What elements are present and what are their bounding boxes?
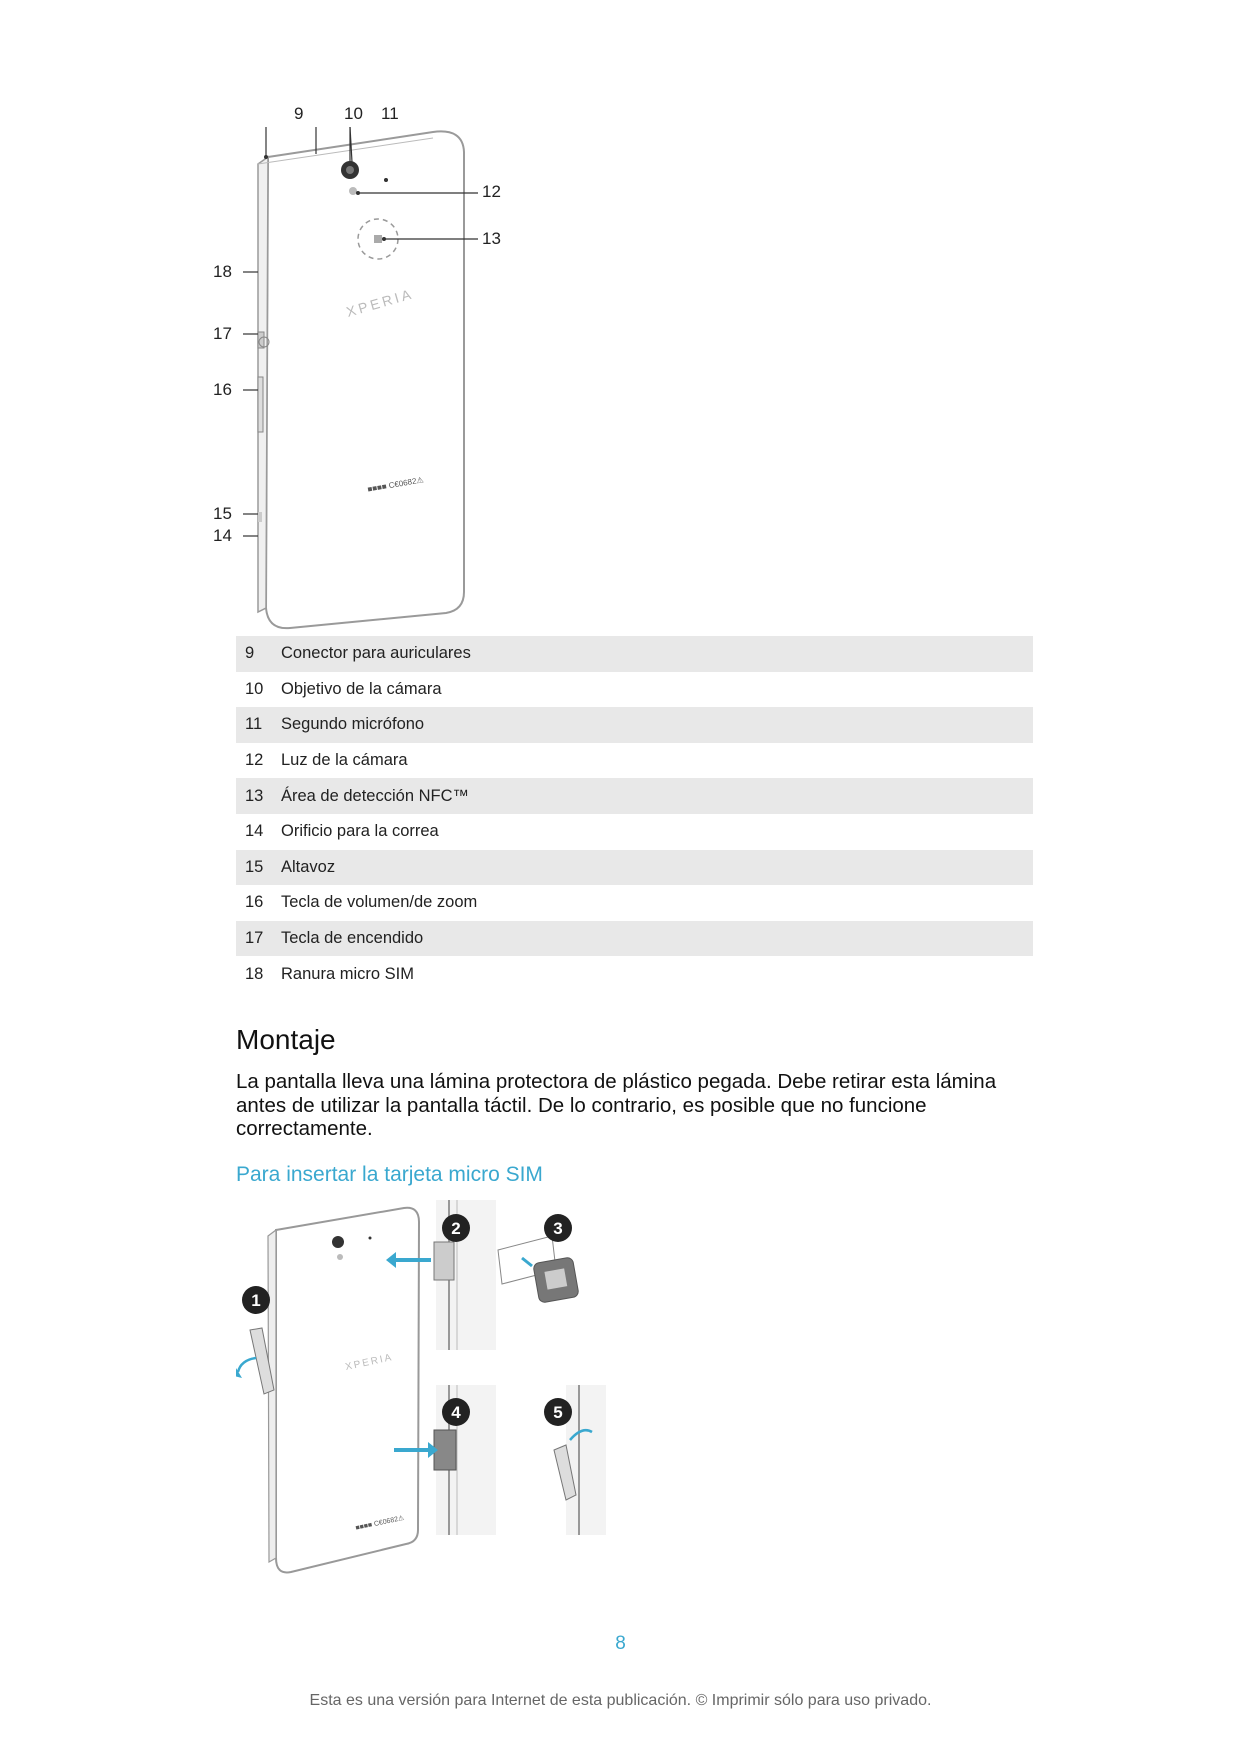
part-label: Objetivo de la cámara xyxy=(281,679,442,698)
part-number: 10 xyxy=(245,679,264,698)
part-number: 16 xyxy=(245,893,264,912)
part-label: Segundo micrófono xyxy=(281,715,425,734)
callout-11: 11 xyxy=(381,104,399,123)
part-label: Área de detección NFC™ xyxy=(281,786,470,805)
part-label: Conector para auriculares xyxy=(281,644,471,663)
part-number: 17 xyxy=(245,929,264,948)
callout-16: 16 xyxy=(213,380,232,399)
footer-notice: Esta es una versión para Internet de est… xyxy=(309,1692,932,1709)
table-row: 18 Ranura micro SIM xyxy=(236,956,1033,992)
table-row: 12 Luz de la cámara xyxy=(236,743,1033,779)
part-label: Orificio para la correa xyxy=(281,822,439,841)
part-label: Luz de la cámara xyxy=(281,751,408,770)
table-row: 15 Altavoz xyxy=(236,849,1033,886)
table-row: 14 Orificio para la correa xyxy=(236,814,1033,850)
body-paragraph: La pantalla lleva una lámina protectora … xyxy=(236,1070,997,1140)
table-row: 13 Área de detección NFC™ xyxy=(236,778,1033,814)
part-label: Ranura micro SIM xyxy=(281,964,414,983)
page-number: 8 xyxy=(615,1633,626,1654)
section-heading: Montaje xyxy=(236,1024,336,1055)
callout-9: 9 xyxy=(294,104,304,123)
part-number: 14 xyxy=(245,822,264,841)
step-3-badge: 3 xyxy=(553,1219,562,1238)
table-row: 11 Segundo micrófono xyxy=(236,707,1033,743)
step-4-badge: 4 xyxy=(451,1403,461,1422)
part-number: 12 xyxy=(245,751,264,770)
sim-insertion-illustration: XPERIA ■■■■ C€0682⚠ 1 xyxy=(234,1200,606,1574)
callout-14: 14 xyxy=(213,526,232,545)
part-number: 11 xyxy=(245,715,263,734)
step-5-badge: 5 xyxy=(553,1403,562,1422)
phone-back-figure: ■■■■ C€0682⚠ XPERIA 9 10 11 12 13 18 17 … xyxy=(213,104,528,632)
part-label: Tecla de volumen/de zoom xyxy=(281,893,478,912)
part-label: Tecla de encendido xyxy=(281,929,424,948)
procedure-heading: Para insertar la tarjeta micro SIM xyxy=(236,1163,543,1186)
callout-18: 18 xyxy=(213,262,232,281)
part-number: 18 xyxy=(245,964,264,983)
parts-table: 9 Conector para auriculares 10 Objetivo de… xyxy=(236,636,1033,992)
callout-10: 10 xyxy=(344,104,363,123)
part-number: 15 xyxy=(245,857,264,876)
phone-back-illustration: ■■■■ C€0682⚠ XPERIA xyxy=(243,126,478,630)
callout-17: 17 xyxy=(213,324,232,343)
part-number: 13 xyxy=(245,786,264,805)
part-number: 9 xyxy=(245,644,255,663)
table-row: 9 Conector para auriculares xyxy=(236,636,1033,672)
step-2-badge: 2 xyxy=(451,1219,460,1238)
table-row: 10 Objetivo de la cámara xyxy=(236,672,1033,708)
sim-insertion-figure: XPERIA ■■■■ C€0682⚠ 1 xyxy=(234,1200,656,1585)
callout-13: 13 xyxy=(482,229,501,248)
callout-12: 12 xyxy=(482,182,501,201)
table-row: 16 Tecla de volumen/de zoom xyxy=(236,885,1033,921)
part-label: Altavoz xyxy=(281,857,336,876)
step-1-badge: 1 xyxy=(251,1291,260,1310)
table-row: 17 Tecla de encendido xyxy=(236,920,1033,957)
callout-15: 15 xyxy=(213,504,232,523)
